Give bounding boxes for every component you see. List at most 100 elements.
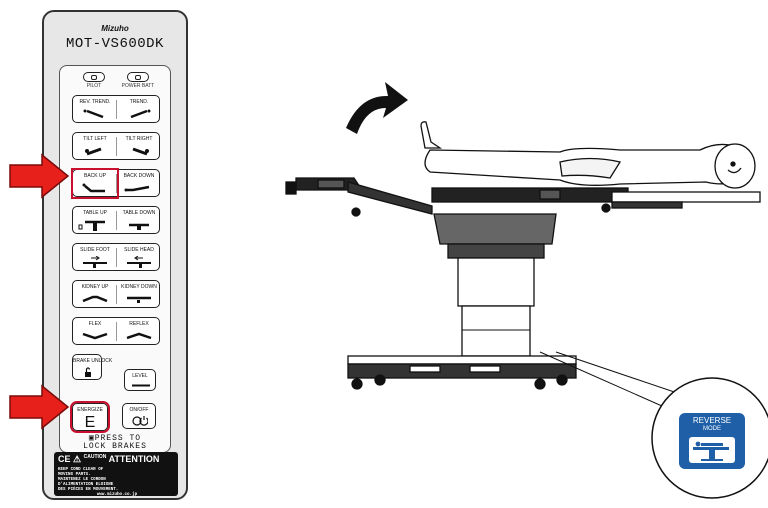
caution-line: KEEP CORD CLEAR OF xyxy=(58,468,104,472)
brake-unlock-label: BRAKE UNLOCK xyxy=(73,358,113,364)
level-button[interactable]: LEVEL xyxy=(124,369,156,391)
lock-brakes-line: LOCK BRAKES xyxy=(83,442,147,451)
flex-button-pair: FLEX REFLEX xyxy=(72,317,160,345)
back-button-pair: BACK UP BACK DOWN xyxy=(71,168,161,199)
brake-unlock-button[interactable]: BRAKE UNLOCK xyxy=(72,354,113,380)
pilot-lamp-icon xyxy=(83,72,105,82)
table-down-label: TABLE DOWN xyxy=(122,210,156,216)
caution-line: MAINTENEZ LE CORDON xyxy=(58,477,106,482)
caution-url: www.mizuho.co.jp xyxy=(96,492,138,497)
flex-button[interactable]: FLEX xyxy=(73,318,117,345)
rev-trend-label: REV. TREND. xyxy=(79,99,111,105)
trend-button[interactable]: TREND. xyxy=(117,96,161,123)
tilt-right-label: TILT RIGHT xyxy=(125,136,153,142)
rev-trend-button[interactable]: REV. TREND. xyxy=(73,96,117,123)
caution-text: KEEP CORD CLEAR OF MOVING PARTS. MAINTEN… xyxy=(58,468,176,497)
table-button-pair: TABLE UP TABLE DOWN xyxy=(72,206,160,234)
warning-icon: ⚠ xyxy=(73,454,82,464)
power-icon xyxy=(132,416,148,426)
remote-pendant: Mizuho MOT-VS600DK PILOT POWER BATT REV.… xyxy=(42,10,188,500)
level-icon xyxy=(132,384,150,387)
slide-foot-icon xyxy=(83,256,107,268)
back-down-button[interactable]: BACK DOWN xyxy=(117,170,161,197)
power-batt-indicator: POWER BATT xyxy=(118,72,158,89)
mode-label: MODE xyxy=(703,426,721,432)
kidney-down-label: KIDNEY DOWN xyxy=(121,284,157,290)
energize-letter: E xyxy=(84,414,96,431)
reflex-button[interactable]: REFLEX xyxy=(117,318,161,345)
trend-button-pair: REV. TREND. TREND. xyxy=(72,95,160,123)
power-lamp-icon xyxy=(127,72,149,82)
table-top xyxy=(285,177,761,217)
patient-figure xyxy=(420,121,756,189)
table-up-label: TABLE UP xyxy=(83,210,107,216)
back-up-pointer-arrow-icon xyxy=(9,153,70,199)
trend-label: TREND. xyxy=(129,99,149,105)
table-base xyxy=(347,355,577,390)
back-down-icon xyxy=(124,185,150,192)
tilt-right-button[interactable]: TILT RIGHT xyxy=(117,133,161,160)
caution-label: CE ⚠ CAUTION ATTENTION KEEP CORD CLEAR O… xyxy=(54,452,178,497)
slide-head-icon xyxy=(127,256,151,268)
trend-icon xyxy=(130,109,151,119)
caution-title: ATTENTION xyxy=(108,454,160,464)
reverse-mode-badge: REVERSE MODE xyxy=(679,413,745,469)
level-label: LEVEL xyxy=(132,373,148,379)
slide-button-pair: SLIDE FOOT SLIDE HEAD xyxy=(72,243,160,271)
back-up-button[interactable]: BACK UP xyxy=(71,168,119,199)
energize-label: ENERGIZE xyxy=(77,407,103,413)
reverse-table-icon xyxy=(689,437,735,463)
slide-foot-button[interactable]: SLIDE FOOT xyxy=(73,244,117,271)
reflex-icon xyxy=(126,332,152,340)
back-up-icon xyxy=(82,183,105,193)
caution-header: CE ⚠ CAUTION ATTENTION xyxy=(58,454,159,465)
table-up-button[interactable]: TABLE UP xyxy=(73,207,117,234)
caution-title-small: CAUTION xyxy=(83,454,107,460)
ce-mark: CE xyxy=(58,454,71,464)
pilot-indicator: PILOT xyxy=(74,72,114,89)
on-off-label: ON/OFF xyxy=(129,407,149,413)
kidney-down-icon xyxy=(127,296,151,303)
control-panel: PILOT POWER BATT REV. TREND. TREND. xyxy=(59,65,171,453)
energize-pointer-arrow-icon xyxy=(9,384,70,430)
flex-label: FLEX xyxy=(88,321,102,327)
slide-head-button[interactable]: SLIDE HEAD xyxy=(117,244,161,271)
kidney-up-label: KIDNEY UP xyxy=(81,284,109,290)
on-off-button[interactable]: ON/OFF xyxy=(122,403,156,429)
table-column xyxy=(433,213,557,357)
press-to-line: ▣PRESS TO xyxy=(60,433,170,443)
tilt-left-button[interactable]: TILT LEFT xyxy=(73,133,117,160)
caution-line: MOVING PARTS. xyxy=(58,472,91,477)
back-up-label: BACK UP xyxy=(84,173,106,179)
tilt-right-icon xyxy=(132,147,149,156)
kidney-up-button[interactable]: KIDNEY UP xyxy=(73,281,117,308)
press-to-text: PRESS TO xyxy=(94,434,142,443)
tilt-left-label: TILT LEFT xyxy=(83,136,107,142)
table-up-icon xyxy=(78,220,105,231)
caution-line: DES PIÈCES EN MOUVEMENT. xyxy=(58,487,119,492)
table-down-icon xyxy=(129,223,149,230)
pilot-label: PILOT xyxy=(86,83,102,89)
flex-icon xyxy=(82,332,108,340)
tilt-button-pair: TILT LEFT TILT RIGHT xyxy=(72,132,160,160)
caution-line: D'ALIMENTATION ELOIGNE xyxy=(58,482,114,487)
back-down-label: BACK DOWN xyxy=(123,173,155,179)
kidney-up-icon xyxy=(82,295,108,303)
reverse-label: REVERSE xyxy=(692,416,732,425)
brand-logo: Mizuho xyxy=(101,24,129,33)
reflex-label: REFLEX xyxy=(129,321,149,327)
table-down-button[interactable]: TABLE DOWN xyxy=(117,207,161,234)
slide-head-label: SLIDE HEAD xyxy=(124,247,154,253)
model-name: MOT-VS600DK xyxy=(66,36,164,52)
energize-button[interactable]: ENERGIZE E xyxy=(70,401,110,433)
lock-icon: ▣ xyxy=(88,434,95,443)
rev-trend-icon xyxy=(83,109,104,119)
kidney-down-button[interactable]: KIDNEY DOWN xyxy=(117,281,161,308)
back-raise-arrow-icon xyxy=(346,82,408,134)
power-batt-label: POWER BATT xyxy=(121,83,155,89)
tilt-left-icon xyxy=(85,147,102,156)
callout-line xyxy=(539,351,681,415)
slide-foot-label: SLIDE FOOT xyxy=(80,247,110,253)
unlock-icon xyxy=(85,367,91,377)
